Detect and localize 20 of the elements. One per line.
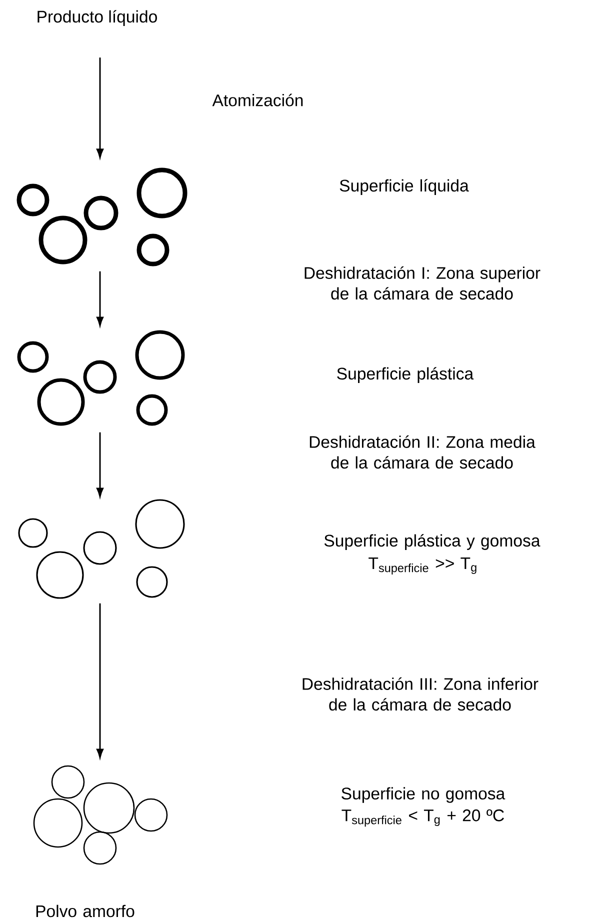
arrow xyxy=(96,603,104,758)
droplets-drawing xyxy=(17,330,185,426)
temperature-formula: $\mathrm{T}_{\mathrm{superficie}}\mbox{ < }\mathrm{T}_{\mathrm{g}}\mbox{ + 20 ºC}$ xyxy=(342,809,504,827)
temperature-formula: $\mathrm{T}_{\mathrm{superficie}}\mbox{ >{}> }\mathrm{T}_{\mathrm{g}}$ xyxy=(368,558,476,575)
stage-text: Producto líquido xyxy=(38,10,157,26)
surface-label: Superficie plástica xyxy=(337,367,474,383)
droplets-drawing xyxy=(16,168,188,266)
product-label: Polvo amorfo xyxy=(36,904,134,918)
step-label: Deshidratación III: Zona inferior de la cámara de secado xyxy=(302,677,538,711)
arrow xyxy=(96,58,104,158)
droplets-drawing xyxy=(18,499,185,599)
arrow xyxy=(96,432,104,498)
step-label: Atomización xyxy=(212,94,303,106)
arrow xyxy=(96,271,104,326)
surface-label: Superficie plástica y gomosa xyxy=(324,534,540,550)
step-label: Deshidratación I: Zona superior de la cámara de secado xyxy=(304,266,540,300)
step-label: Deshidratación II: Zona media de la cámara de secado xyxy=(310,435,536,469)
surface-label: Superficie no gomosa xyxy=(342,787,506,803)
droplets-drawing xyxy=(33,765,168,865)
surface-label: Superficie líquida xyxy=(340,179,469,195)
